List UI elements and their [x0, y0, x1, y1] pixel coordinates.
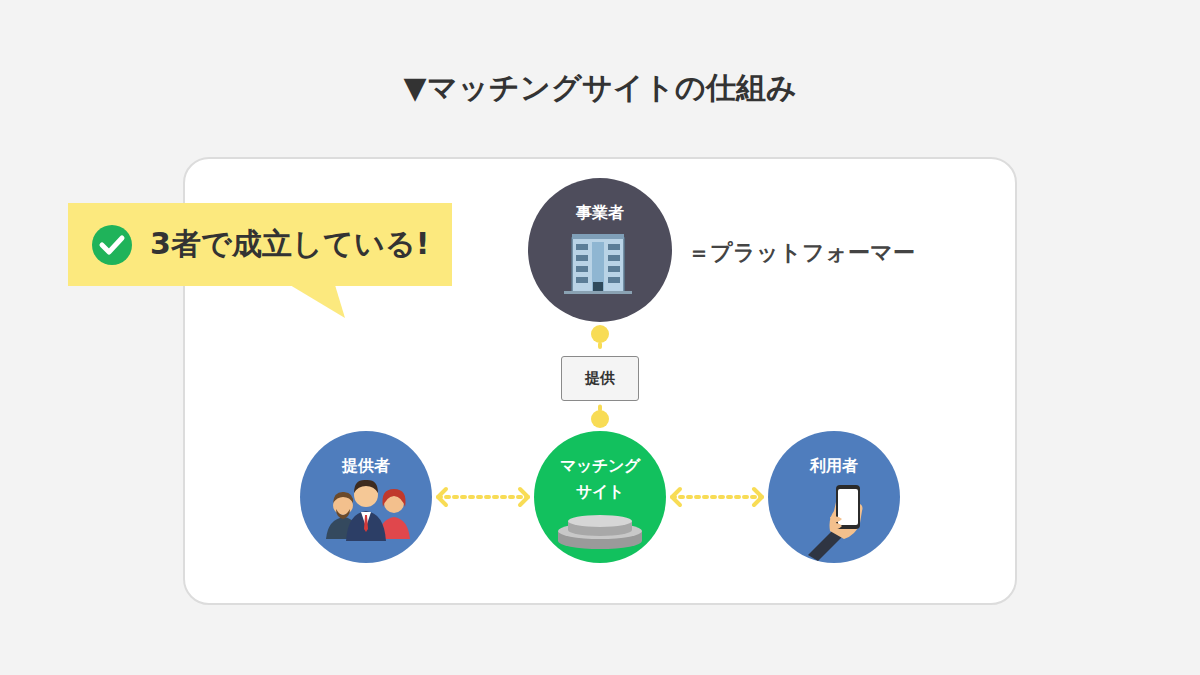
matching-site-circle: マッチング サイト [534, 431, 666, 563]
dotted-connector [672, 495, 762, 499]
operator-circle: 事業者 [528, 178, 672, 322]
node-label: 提供 [585, 369, 615, 388]
title: ▼マッチングサイトの仕組み [0, 68, 1200, 109]
platform-note: ＝プラットフォーマー [688, 238, 915, 268]
provider-circle: 提供者 [300, 431, 432, 563]
arrow-head [438, 489, 446, 505]
node-label: マッチング サイト [544, 453, 656, 505]
node-label: 提供者 [310, 453, 422, 479]
arrow-head [672, 489, 680, 505]
dotted-connector [438, 495, 528, 499]
node-label: 利用者 [778, 453, 890, 479]
connector-dot [591, 410, 609, 428]
connector-dot [591, 325, 609, 343]
node-label: 事業者 [544, 200, 656, 226]
provide-box: 提供 [561, 356, 639, 401]
arrow-head [754, 489, 762, 505]
building-icon [528, 178, 672, 322]
people-icon [300, 431, 432, 563]
callout-decoration [68, 203, 452, 323]
arrow-head [520, 489, 528, 505]
callout-box: 3者で成立している! [68, 203, 452, 286]
user-circle: 利用者 [768, 431, 900, 563]
hand-phone-icon [768, 431, 900, 563]
node-label: 3者で成立している! [150, 224, 430, 265]
